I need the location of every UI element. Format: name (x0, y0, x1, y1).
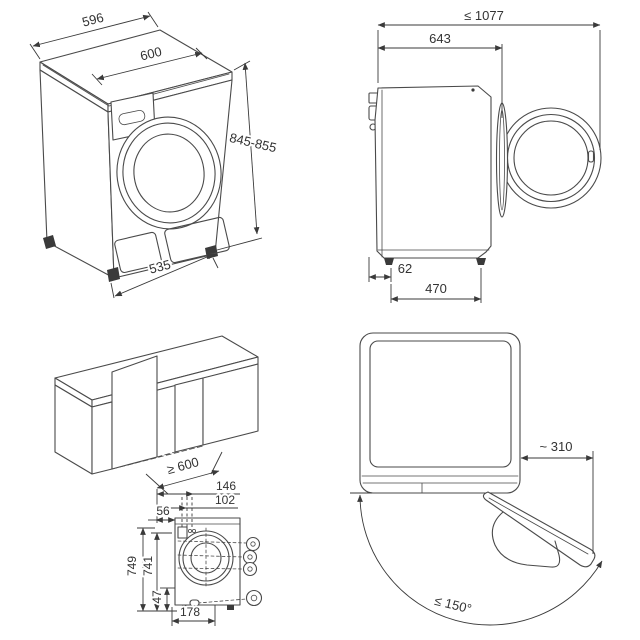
door-swing-arc (357, 494, 603, 626)
machine-top-rim-line (42, 64, 230, 107)
water-valve-block (177, 526, 188, 539)
water-connection-icons (242, 536, 263, 607)
door-edge-line (488, 497, 589, 555)
open-door-handle (587, 150, 595, 163)
door-hinge-edge (495, 102, 509, 218)
side-view: ≤ 1077 643 62 470 (368, 6, 602, 303)
porthole-glass (133, 133, 205, 213)
dim-label-178: 178 (180, 605, 200, 619)
hot-water-tap-icon (245, 536, 261, 552)
niche-left-wall-hatched (111, 355, 158, 470)
dim-side-foot-spacing: 470 (390, 268, 482, 303)
side-body (374, 85, 492, 259)
dim-label-146: 146 (216, 479, 236, 493)
dim-rear-178: 178 (171, 603, 216, 626)
dim-rear-56: 56 (148, 502, 176, 523)
top-view-door-swing: ~ 310 ≤ 150° (350, 332, 603, 626)
dim-label-62: 62 (398, 261, 412, 276)
drawer-handle-slot (118, 109, 146, 126)
dim-side-max-depth: ≤ 1077 (377, 6, 601, 150)
porthole-door-ring (122, 122, 216, 224)
left-cabinet-front (91, 401, 113, 475)
dim-label-56: 56 (156, 504, 170, 518)
door-glass-bowl (491, 511, 561, 568)
drain-outlet (189, 599, 200, 607)
dim-rear-749: 749 (123, 527, 177, 612)
dim-rear-102: 102 (156, 491, 238, 511)
dim-rear-741: 741 (139, 532, 172, 612)
dim-label-min-600: ≥ 600 (165, 454, 200, 477)
front-perspective-view: 596 600 845-855 535 (29, 8, 280, 299)
dim-label-749: 749 (125, 556, 139, 576)
valve-port-a (187, 529, 192, 534)
rear-foot-right (227, 605, 234, 610)
top-outline (359, 332, 521, 494)
dim-label-643: 643 (429, 31, 451, 46)
connection-leader-lines (177, 527, 247, 604)
dim-side-top-depth: 643 (377, 29, 503, 118)
rear-connections-view: 146 102 56 749 741 47 (123, 477, 263, 626)
niche-right-wall (174, 377, 204, 453)
porthole-door-outer (116, 116, 222, 230)
right-cabinet-front (202, 363, 259, 446)
valve-port-b (191, 529, 196, 534)
dim-label-470: 470 (425, 281, 447, 296)
dim-label-310: ~ 310 (540, 439, 573, 454)
dim-label-47: 47 (150, 590, 164, 604)
niche-left-wall-bg (112, 356, 157, 469)
lid-screw-dot (471, 88, 475, 92)
dim-niche-width: ≥ 600 (145, 451, 223, 495)
top-lid-inner (369, 340, 512, 468)
power-socket-icon (245, 589, 263, 607)
dim-label-102: 102 (215, 493, 235, 507)
drain-connection-icon (242, 561, 258, 577)
dim-label-596: 596 (80, 10, 105, 30)
cold-water-tap-icon (242, 549, 258, 565)
dim-label-1077: ≤ 1077 (464, 8, 504, 23)
dim-rear-146: 146 (156, 477, 240, 497)
open-door-top-profile (482, 491, 596, 568)
side-body-seams (377, 89, 490, 258)
dim-label-845-855: 845-855 (228, 130, 278, 155)
dim-rear-47: 47 (148, 587, 175, 612)
front-fascia-lines (361, 475, 519, 494)
hose-position-dashed-lines (181, 497, 193, 527)
dim-door-projection: ~ 310 (520, 437, 594, 554)
rear-foot-left (182, 605, 189, 610)
niche-view: ≥ 600 (54, 335, 259, 495)
dim-label-741: 741 (141, 556, 155, 576)
dim-side-rear-foot-offset: 62 (368, 257, 414, 282)
open-door-outer (500, 107, 602, 209)
dim-label-150deg: ≤ 150° (433, 593, 473, 617)
